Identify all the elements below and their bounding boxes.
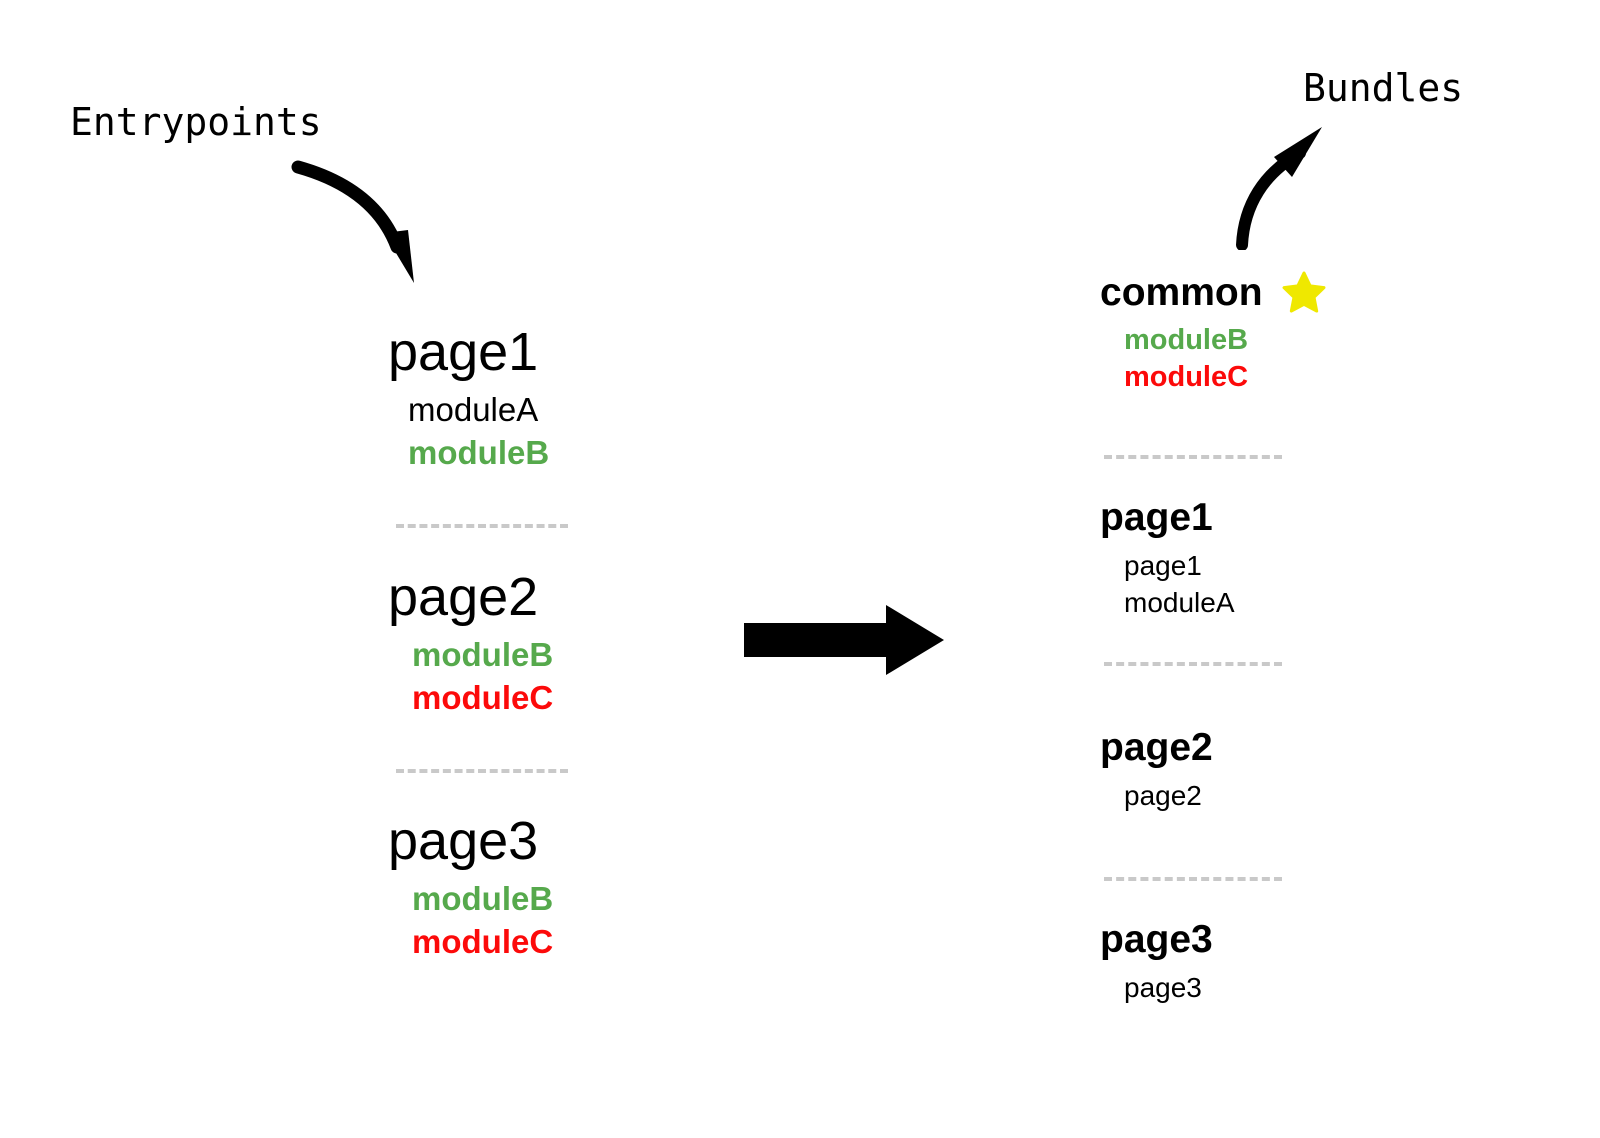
module-item: moduleC <box>412 679 554 716</box>
entrypoints-caption: Entrypoints <box>70 100 322 144</box>
bundle-item: moduleB <box>1124 324 1249 356</box>
bundle-item: page2 <box>1124 780 1202 811</box>
bundle-group-page1: page1 page1 moduleA <box>1100 495 1235 621</box>
bundle-title: page1 <box>1100 496 1213 539</box>
bundle-item: moduleA <box>1124 587 1235 618</box>
entrypoint-title: page1 <box>388 322 539 382</box>
bundle-group-page3: page3 page3 <box>1100 917 1213 1006</box>
transform-arrow-icon <box>744 605 944 675</box>
module-item: moduleC <box>412 923 554 960</box>
module-item: moduleB <box>412 880 554 917</box>
bundle-title: page3 <box>1100 918 1213 961</box>
entrypoint-module-list: moduleA moduleB <box>388 388 549 474</box>
entrypoint-divider <box>396 769 568 773</box>
bundles-curved-arrow-icon <box>1236 127 1322 250</box>
entrypoint-title: page3 <box>388 811 539 871</box>
bundle-group-common: common moduleB moduleC <box>1100 270 1327 396</box>
module-item: moduleB <box>408 434 550 471</box>
bundle-divider <box>1104 877 1282 881</box>
entrypoints-curved-arrow-icon <box>291 160 414 283</box>
bundle-group-page2: page2 page2 <box>1100 725 1213 814</box>
entrypoint-group-page3: page3 moduleB moduleC <box>388 811 553 963</box>
star-icon <box>1282 271 1325 313</box>
module-item: moduleA <box>408 391 539 428</box>
bundle-title: common <box>1100 271 1263 314</box>
bundle-divider <box>1104 662 1282 666</box>
entrypoint-divider <box>396 524 568 528</box>
bundle-item: moduleC <box>1124 361 1249 393</box>
module-item: moduleB <box>412 636 554 673</box>
entrypoint-group-page1: page1 moduleA moduleB <box>388 322 549 474</box>
bundle-item-list: page1 moduleA <box>1100 547 1235 621</box>
entrypoint-module-list: moduleB moduleC <box>388 633 553 719</box>
bundle-divider <box>1104 455 1282 459</box>
bundle-item: page3 <box>1124 972 1202 1003</box>
entrypoint-module-list: moduleB moduleC <box>388 877 553 963</box>
bundle-title-row: page2 <box>1100 725 1213 771</box>
bundle-title-row: page1 <box>1100 495 1235 541</box>
entrypoint-title: page2 <box>388 567 539 627</box>
bundle-title-row: page3 <box>1100 917 1213 963</box>
bundle-item-list: page3 <box>1100 969 1213 1006</box>
entrypoint-group-page2: page2 moduleB moduleC <box>388 567 553 719</box>
bundle-item-list: moduleB moduleC <box>1100 322 1327 396</box>
bundles-caption: Bundles <box>1303 66 1464 110</box>
bundle-item: page1 <box>1124 550 1202 581</box>
bundle-title: page2 <box>1100 726 1213 769</box>
bundle-title-row: common <box>1100 270 1327 316</box>
bundle-item-list: page2 <box>1100 777 1213 814</box>
